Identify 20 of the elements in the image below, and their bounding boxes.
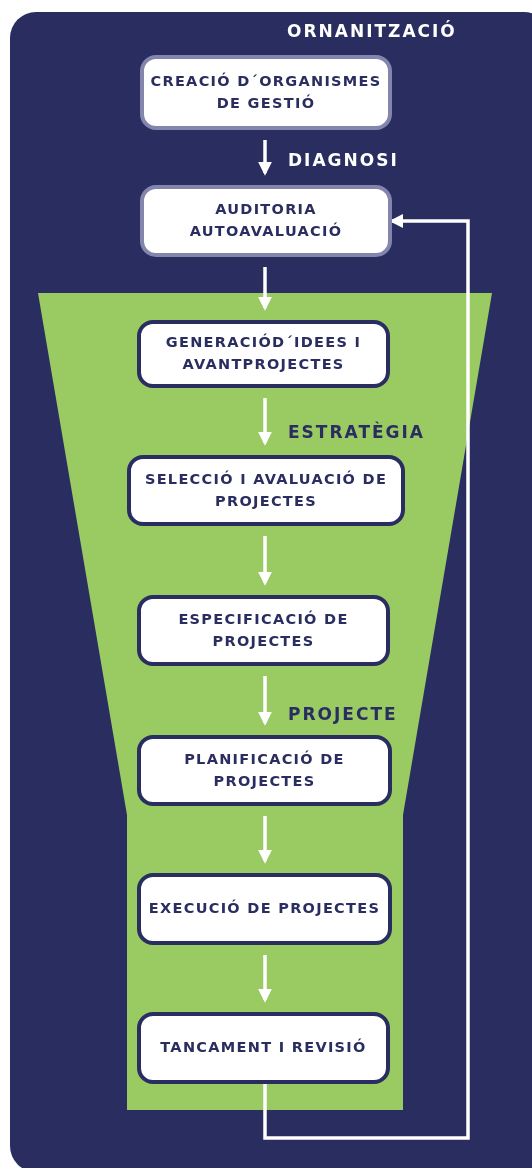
arrow (258, 816, 272, 864)
arrow (258, 267, 272, 311)
process-box: PLANIFICACIÓ DE PROJECTES (137, 735, 392, 806)
process-box: TANCAMENT I REVISIÓ (137, 1012, 390, 1084)
stage-label: ORNANITZACIÓ (287, 21, 457, 41)
process-box: GENERACIÓD´IDEES I AVANTPROJECTES (137, 320, 390, 388)
stage-label: ESTRATÈGIA (288, 422, 426, 442)
process-box: EXECUCIÓ DE PROJECTES (137, 873, 392, 945)
arrow (258, 140, 272, 176)
process-box: ESPECIFICACIÓ DE PROJECTES (137, 595, 390, 666)
process-box: SELECCIÓ I AVALUACIÓ DE PROJECTES (127, 455, 405, 526)
stage-label: PROJECTE (288, 704, 398, 724)
arrow (263, 214, 470, 1140)
arrow (258, 676, 272, 726)
stage-label: DIAGNOSI (288, 150, 399, 170)
process-box: AUDITORIA AUTOAVALUACIÓ (140, 185, 392, 257)
arrow (258, 398, 272, 446)
arrow (258, 955, 272, 1003)
process-box: CREACIÓ D´ORGANISMES DE GESTIÓ (140, 55, 392, 130)
arrow (258, 536, 272, 586)
